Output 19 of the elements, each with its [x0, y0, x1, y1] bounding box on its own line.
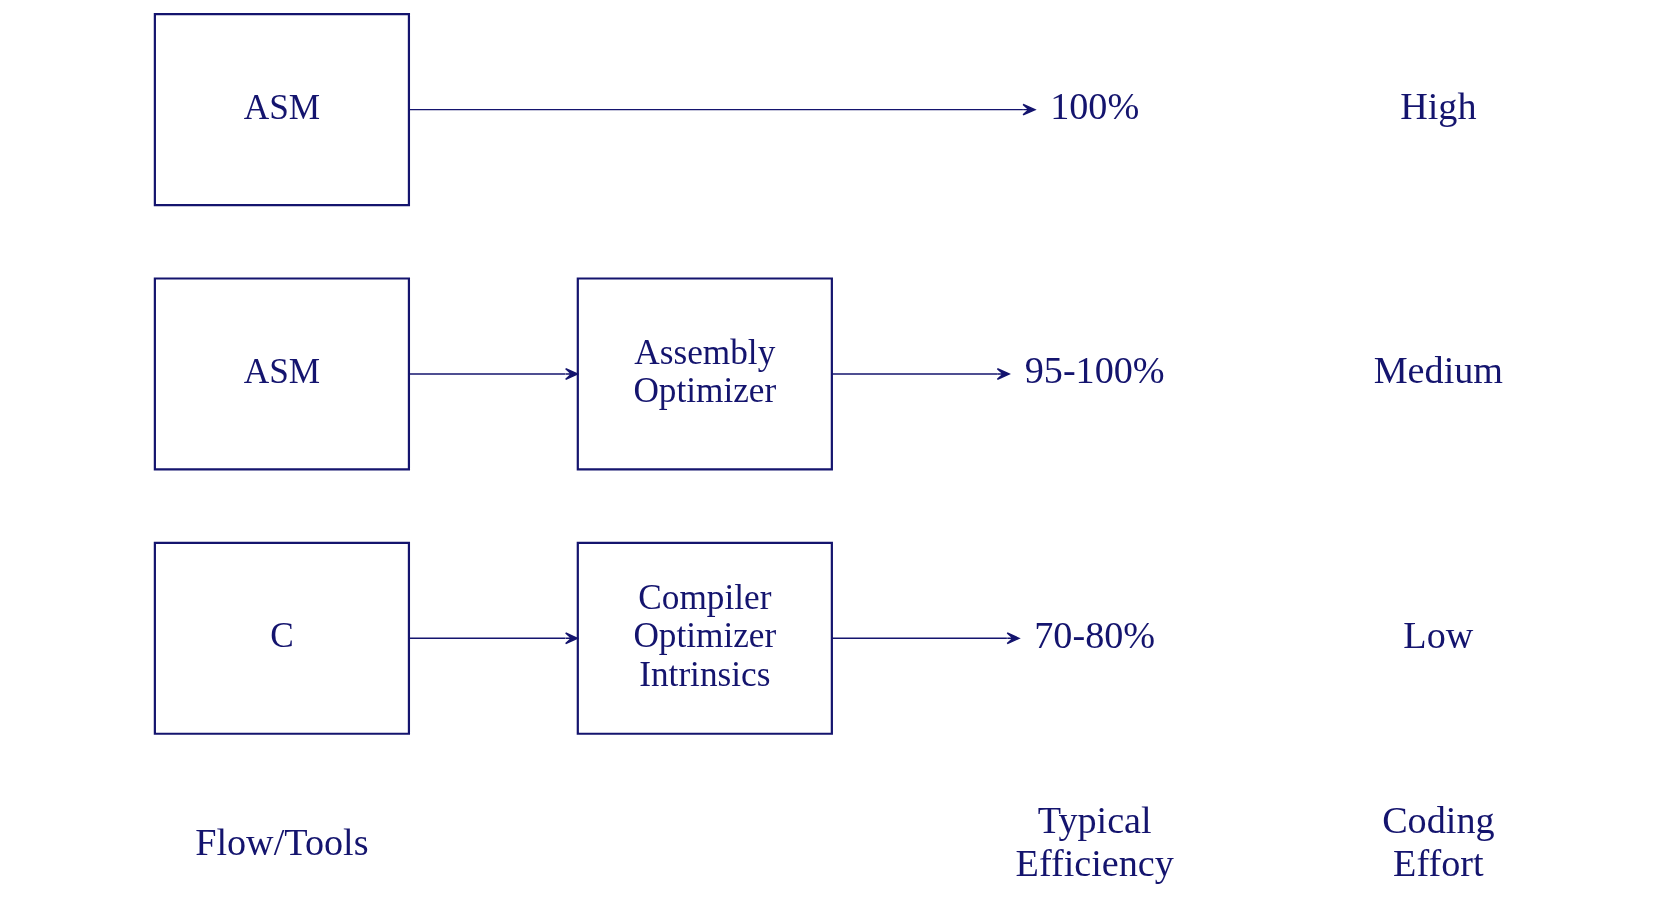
label: Typical Efficiency	[1015, 799, 1174, 884]
node-box: Assembly Optimizer	[576, 277, 833, 471]
arrow	[408, 632, 578, 645]
arrow	[407, 103, 1036, 116]
node-box: ASM	[153, 13, 410, 207]
node-text: 100%	[1049, 84, 1139, 127]
label: Medium	[1373, 349, 1503, 392]
label: High	[1399, 84, 1477, 127]
node-box: Compiler Optimizer Intrinsics	[576, 541, 833, 735]
arrow	[830, 632, 1020, 645]
node-text: 95-100%	[1024, 349, 1165, 392]
label: Flow/Tools	[194, 820, 369, 863]
node-text: 70-80%	[1033, 613, 1155, 656]
arrow	[408, 367, 578, 380]
arrow	[830, 367, 1010, 380]
node-box: ASM	[153, 277, 410, 471]
label: Coding Effort	[1381, 799, 1495, 884]
node-box: C	[153, 541, 410, 735]
label: Low	[1402, 613, 1473, 656]
